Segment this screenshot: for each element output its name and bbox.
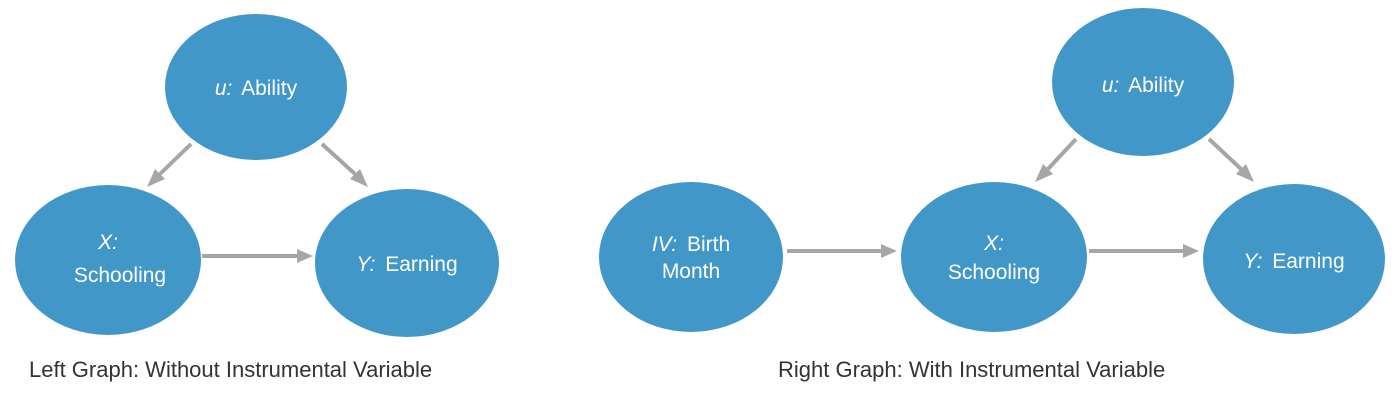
arrow-birth-month-to-schooling	[787, 244, 897, 258]
node-earning-right: Y: Earning	[1203, 184, 1385, 334]
svg-text:Y: Earning: Y: Earning	[1243, 250, 1344, 273]
node-birth-month-var: IV:	[652, 233, 677, 256]
arrow-ability-to-earning-right	[1207, 137, 1254, 182]
node-birth-month-label-line1: Birth	[687, 233, 730, 256]
left-graph: u: Ability X: Schooling Y: Earning Left …	[15, 14, 499, 382]
right-graph: IV: Birth Month u: Ability X: Schooling	[599, 8, 1385, 382]
node-earning-right-label: Earning	[1272, 250, 1344, 273]
svg-text:X:: X:	[983, 232, 1004, 255]
node-earning-var: Y:	[356, 253, 375, 276]
node-schooling-right-var: X:	[983, 232, 1004, 255]
node-schooling-label: Schooling	[74, 264, 166, 287]
svg-text:Y: Earning: Y: Earning	[356, 253, 457, 276]
svg-text:X:: X:	[97, 231, 118, 254]
arrow-schooling-to-earning-right	[1089, 244, 1199, 258]
node-schooling-right: X: Schooling	[901, 182, 1087, 332]
node-ability: u: Ability	[165, 14, 347, 160]
node-earning-label: Earning	[385, 253, 457, 276]
arrow-schooling-to-earning	[202, 249, 313, 263]
node-schooling-right-label: Schooling	[948, 261, 1040, 284]
node-earning-right-var: Y:	[1243, 250, 1262, 273]
node-schooling: X: Schooling	[15, 185, 201, 335]
arrow-ability-to-schooling-right	[1035, 137, 1078, 182]
node-birth-month-label-line2: Month	[662, 260, 720, 283]
arrow-ability-to-earning	[320, 142, 368, 187]
svg-text:u: Ability: u: Ability	[215, 77, 298, 100]
node-ability-right-var: u:	[1102, 74, 1120, 97]
node-schooling-var: X:	[97, 231, 118, 254]
svg-text:u: Ability: u: Ability	[1102, 74, 1185, 97]
svg-text:IV: Birth: IV: Birth	[652, 233, 730, 256]
svg-text:Month: Month	[662, 260, 720, 283]
node-ability-label: Ability	[241, 77, 298, 100]
node-ability-var: u:	[215, 77, 233, 100]
svg-text:Schooling: Schooling	[74, 264, 166, 287]
node-earning: Y: Earning	[315, 189, 499, 337]
arrow-ability-to-schooling	[147, 142, 193, 187]
left-graph-caption: Left Graph: Without Instrumental Variabl…	[29, 357, 432, 382]
svg-text:Schooling: Schooling	[948, 261, 1040, 284]
right-graph-caption: Right Graph: With Instrumental Variable	[778, 357, 1165, 382]
node-ability-right-label: Ability	[1128, 74, 1185, 97]
node-birth-month: IV: Birth Month	[599, 182, 783, 332]
node-ability-right: u: Ability	[1052, 8, 1234, 156]
